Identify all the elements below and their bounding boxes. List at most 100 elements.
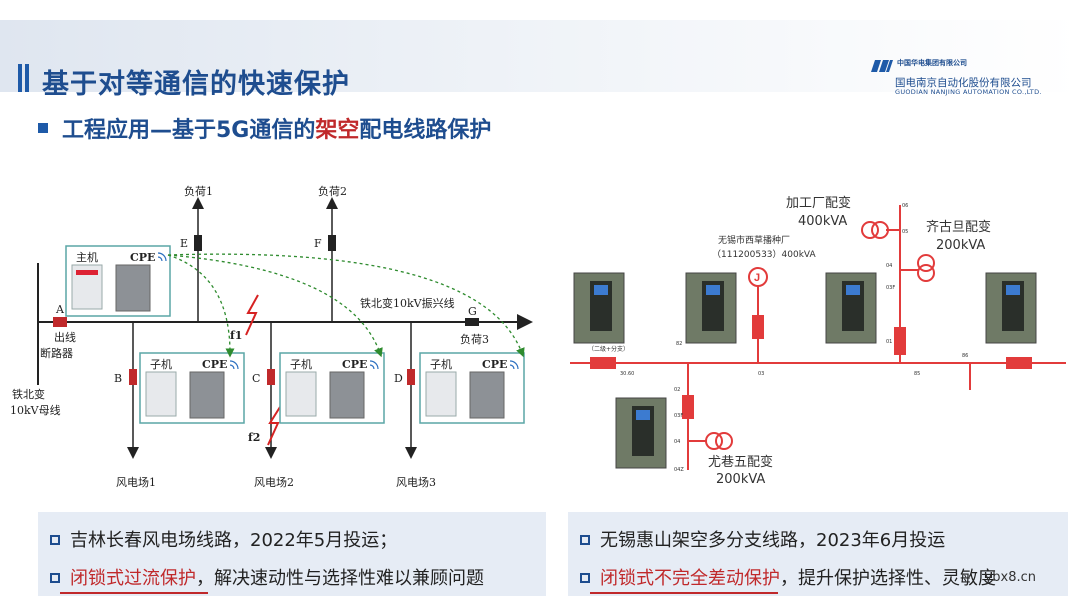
map-switch-2 (752, 315, 764, 339)
ftu-cabinet-2 (685, 272, 737, 344)
cabinet-note: （二级+分支） (588, 345, 629, 353)
note-right-line1: 无锡惠山架空多分支线路，2023年6月投运 (580, 526, 945, 552)
pole-label: 03F (674, 413, 683, 419)
label-A: A (55, 303, 65, 316)
t1-capacity: 400kVA (798, 214, 847, 229)
subtitle-prefix: 工程应用—基于5G通信的 (62, 118, 316, 143)
checkbox-icon (50, 573, 60, 583)
label-E: E (180, 237, 188, 250)
subtitle-suffix: 配电线路保护 (359, 118, 492, 143)
highlight-underline (60, 592, 208, 594)
notes-right: 无锡惠山架空多分支线路，2023年6月投运 闭锁式不完全差动保护，提升保护选择性… (568, 512, 1068, 596)
subtitle-highlight: 架空 (315, 118, 360, 143)
switch-G (465, 318, 479, 326)
label-F: F (314, 237, 322, 250)
label-C: C (252, 372, 260, 385)
t4-capacity: 200kVA (716, 472, 765, 487)
label-fault1: f1 (230, 329, 242, 342)
pole-label: 04Z (674, 467, 684, 473)
title-bars-icon (18, 64, 32, 96)
wireless-icon (369, 360, 379, 370)
note-left-line1: 吉林长春风电场线路，2022年5月投运； (50, 526, 397, 552)
transformer-j-icon: J (748, 267, 768, 287)
section-subtitle: 工程应用—基于5G通信的架空配电线路保护 (38, 112, 491, 144)
wireless-icon (229, 360, 239, 370)
label-wind1: 风电场1 (116, 475, 156, 489)
note-left-line2-text: ，解决速动性与选择性难以兼顾问题 (196, 568, 484, 589)
t4-name: 尤巷五配变 (708, 454, 773, 470)
logo-mark-icon (871, 60, 893, 72)
slave-label-B: 子机 (150, 357, 172, 371)
ftu-cabinet-1: （二级+分支） (573, 272, 629, 353)
pole-label: 04 (674, 439, 680, 445)
note-left-line2-highlight: 闭锁式过流保护 (70, 568, 196, 589)
transformer-t1-icon (861, 221, 889, 239)
pole-label: 06 (902, 203, 908, 209)
map-switch-5 (1006, 357, 1032, 369)
label-G: G (468, 305, 477, 318)
slave-cpe-label-D: CPE (482, 358, 507, 371)
note-left-line2: 闭锁式过流保护，解决速动性与选择性难以兼顾问题 (50, 564, 484, 590)
subtitle-bullet-icon (38, 123, 48, 133)
highlight-underline (590, 592, 778, 594)
wireless-icon (509, 360, 519, 370)
map-switch-1 (590, 357, 616, 369)
slave-panel-D: 子机 CPE (419, 352, 525, 424)
logo-company-english: GUODIAN NANJING AUTOMATION CO.,LTD. (895, 88, 1042, 96)
label-load3: 负荷3 (460, 332, 489, 346)
fault-f1-icon: f1 (230, 294, 259, 342)
notes-left: 吉林长春风电场线路，2022年5月投运； 闭锁式过流保护，解决速动性与选择性难以… (38, 512, 546, 596)
switch-F (328, 235, 336, 251)
label-load2: 负荷2 (318, 184, 347, 198)
ftu-cabinet-4 (985, 272, 1037, 344)
slave-panel-B: 子机 CPE (139, 352, 245, 424)
ftu-cabinet-3 (825, 272, 877, 344)
wireless-icon (157, 252, 167, 262)
note-right-line2-highlight: 闭锁式不完全差动保护 (600, 568, 780, 589)
pole-label: 02 (674, 387, 680, 393)
pole-label: 85 (914, 371, 920, 377)
t3-name: 无锡市西草播种厂 (718, 234, 790, 246)
slave-panel-C: 子机 CPE (279, 352, 385, 424)
t2-capacity: 200kVA (936, 238, 985, 253)
note-left-line1-text: 吉林长春风电场线路，2022年5月投运； (70, 530, 398, 551)
switch-A (53, 317, 67, 327)
note-right-line2: 闭锁式不完全差动保护，提升保护选择性、灵敏度 (580, 564, 996, 590)
t2-name: 齐古旦配变 (926, 219, 991, 235)
svg-text:J: J (754, 272, 760, 284)
master-cpe-label: CPE (130, 251, 155, 264)
slave-cpe-label-C: CPE (342, 358, 367, 371)
ftu-cabinet-5 (615, 397, 667, 469)
note-right-line1-text: 无锡惠山架空多分支线路，2023年6月投运 (600, 530, 946, 551)
logo-company-name: 国电南京自动化股份有限公司 (895, 77, 1032, 89)
watermark: ybx8.cn (984, 570, 1036, 585)
map-switch-4 (682, 395, 694, 419)
slave-label-C: 子机 (290, 357, 312, 371)
slave-label-D: 子机 (430, 357, 452, 371)
label-bus-2: 10kV母线 (10, 403, 61, 417)
checkbox-icon (580, 535, 590, 545)
note-right-line2-text: ，提升保护选择性、灵敏度 (780, 568, 996, 589)
checkbox-icon (580, 573, 590, 583)
master-label: 主机 (76, 250, 98, 264)
pole-label: 03F (886, 285, 895, 291)
pole-label: 01 (886, 339, 892, 345)
switch-D (407, 369, 415, 385)
map-switch-3 (894, 327, 906, 355)
5g-links (167, 253, 525, 358)
label-wind2: 风电场2 (254, 475, 294, 489)
label-line-name: 铁北变10kV振兴线 (360, 296, 455, 310)
logo-group-name: 中国华电集团有限公司 (897, 59, 967, 67)
t1-name: 加工厂配变 (786, 195, 851, 211)
page-title: 基于对等通信的快速保护 (42, 69, 350, 100)
label-fault2: f2 (248, 431, 260, 444)
pole-label: 05 (902, 229, 908, 235)
transformer-t2-icon (917, 254, 935, 282)
left-protection-diagram: 负荷1 负荷2 负荷3 E F G A B C D 铁北变10kV振兴线 出线 … (10, 184, 533, 489)
header-banner: 基于对等通信的快速保护 中国华电集团有限公司 国电南京自动化股份有限公司 GUO… (0, 20, 1080, 100)
right-line-map: J （二级+分支） 加工厂配变 400kVA 齐古旦配变 200kVA 无锡市西… (570, 195, 1066, 487)
master-panel: 主机 CPE (65, 245, 171, 317)
switch-C (267, 369, 275, 385)
label-outlet-2: 断路器 (40, 346, 73, 360)
label-D: D (394, 372, 403, 385)
